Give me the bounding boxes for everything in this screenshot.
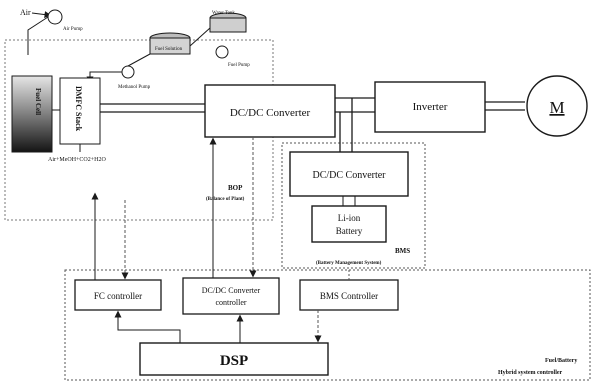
dcdc-converter-main-label: DC/DC Converter xyxy=(230,107,311,119)
methanol-pump-icon xyxy=(121,65,135,79)
dmfc-stack-box xyxy=(59,77,101,145)
dcdc-controller-box xyxy=(182,277,280,315)
battery-label-line2: Battery xyxy=(336,226,363,236)
fc-controller-label: FC controller xyxy=(94,291,142,301)
air-pump-icon xyxy=(47,9,63,25)
bop-section: Air Air Pump Water Tank Fuel Solution Fu… xyxy=(4,8,274,221)
bms-title: BMS xyxy=(395,247,410,255)
signal-lines xyxy=(91,137,350,343)
water-tank-label: Water Tank xyxy=(212,11,235,16)
bop-subtitle: (Balance of Plant) xyxy=(206,197,245,202)
dcdc-controller-label-line2: controller xyxy=(215,298,246,307)
inverter-label: Inverter xyxy=(413,101,448,113)
fuel-solution-label: Fuel Solution xyxy=(155,47,183,52)
controller-section: FC controller DC/DC Converter controller… xyxy=(64,269,591,381)
bms-boundary xyxy=(281,142,426,269)
air-label: Air xyxy=(20,8,31,17)
motor-icon xyxy=(526,75,588,137)
fc-controller-box xyxy=(74,279,162,311)
controller-boundary xyxy=(64,269,591,381)
air-line xyxy=(27,16,49,55)
li-ion-battery xyxy=(311,205,387,243)
controller-title-line1: Fuel/Battery xyxy=(545,358,577,364)
dcdc-converter-main xyxy=(204,84,336,138)
bms-controller-label: BMS Controller xyxy=(320,291,378,301)
power-section: DC/DC Converter Inverter M DC/DC Convert… xyxy=(204,75,588,269)
dsp-box xyxy=(139,342,329,376)
battery-label-line1: Li-ion xyxy=(338,213,361,223)
dsp-label: DSP xyxy=(220,353,248,369)
exhaust-label: Air+MeOH+CO2+H2O xyxy=(48,157,106,163)
fuel-pump-icon xyxy=(215,45,229,59)
dsp-to-fc-arrow xyxy=(114,310,181,343)
controller-title-line2: Hybrid system controller xyxy=(498,370,563,376)
dcdc-converter-battery-label: DC/DC Converter xyxy=(312,170,386,181)
inverter-box xyxy=(374,81,486,133)
bop-title: BOP xyxy=(228,184,243,192)
fuel-cell-label: Fuel Cell xyxy=(34,88,42,115)
fuel-cell-icon xyxy=(11,75,53,153)
dcdc-controller-label-line1: DC/DC Converter xyxy=(202,286,261,295)
fuel-pump-label: Fuel Pump xyxy=(228,63,250,68)
dcdc-converter-battery xyxy=(289,151,409,197)
air-inlet-arrow xyxy=(31,11,52,19)
bms-controller-box xyxy=(299,279,399,311)
motor-label: M xyxy=(549,98,564,117)
air-pump-label: Air Pump xyxy=(63,27,83,32)
bms-subtitle: (Battery Management System) xyxy=(316,261,382,266)
methanol-pump-label: Methanol Pump xyxy=(118,85,151,90)
dmfc-stack-label: DMFC Stack xyxy=(74,86,83,132)
